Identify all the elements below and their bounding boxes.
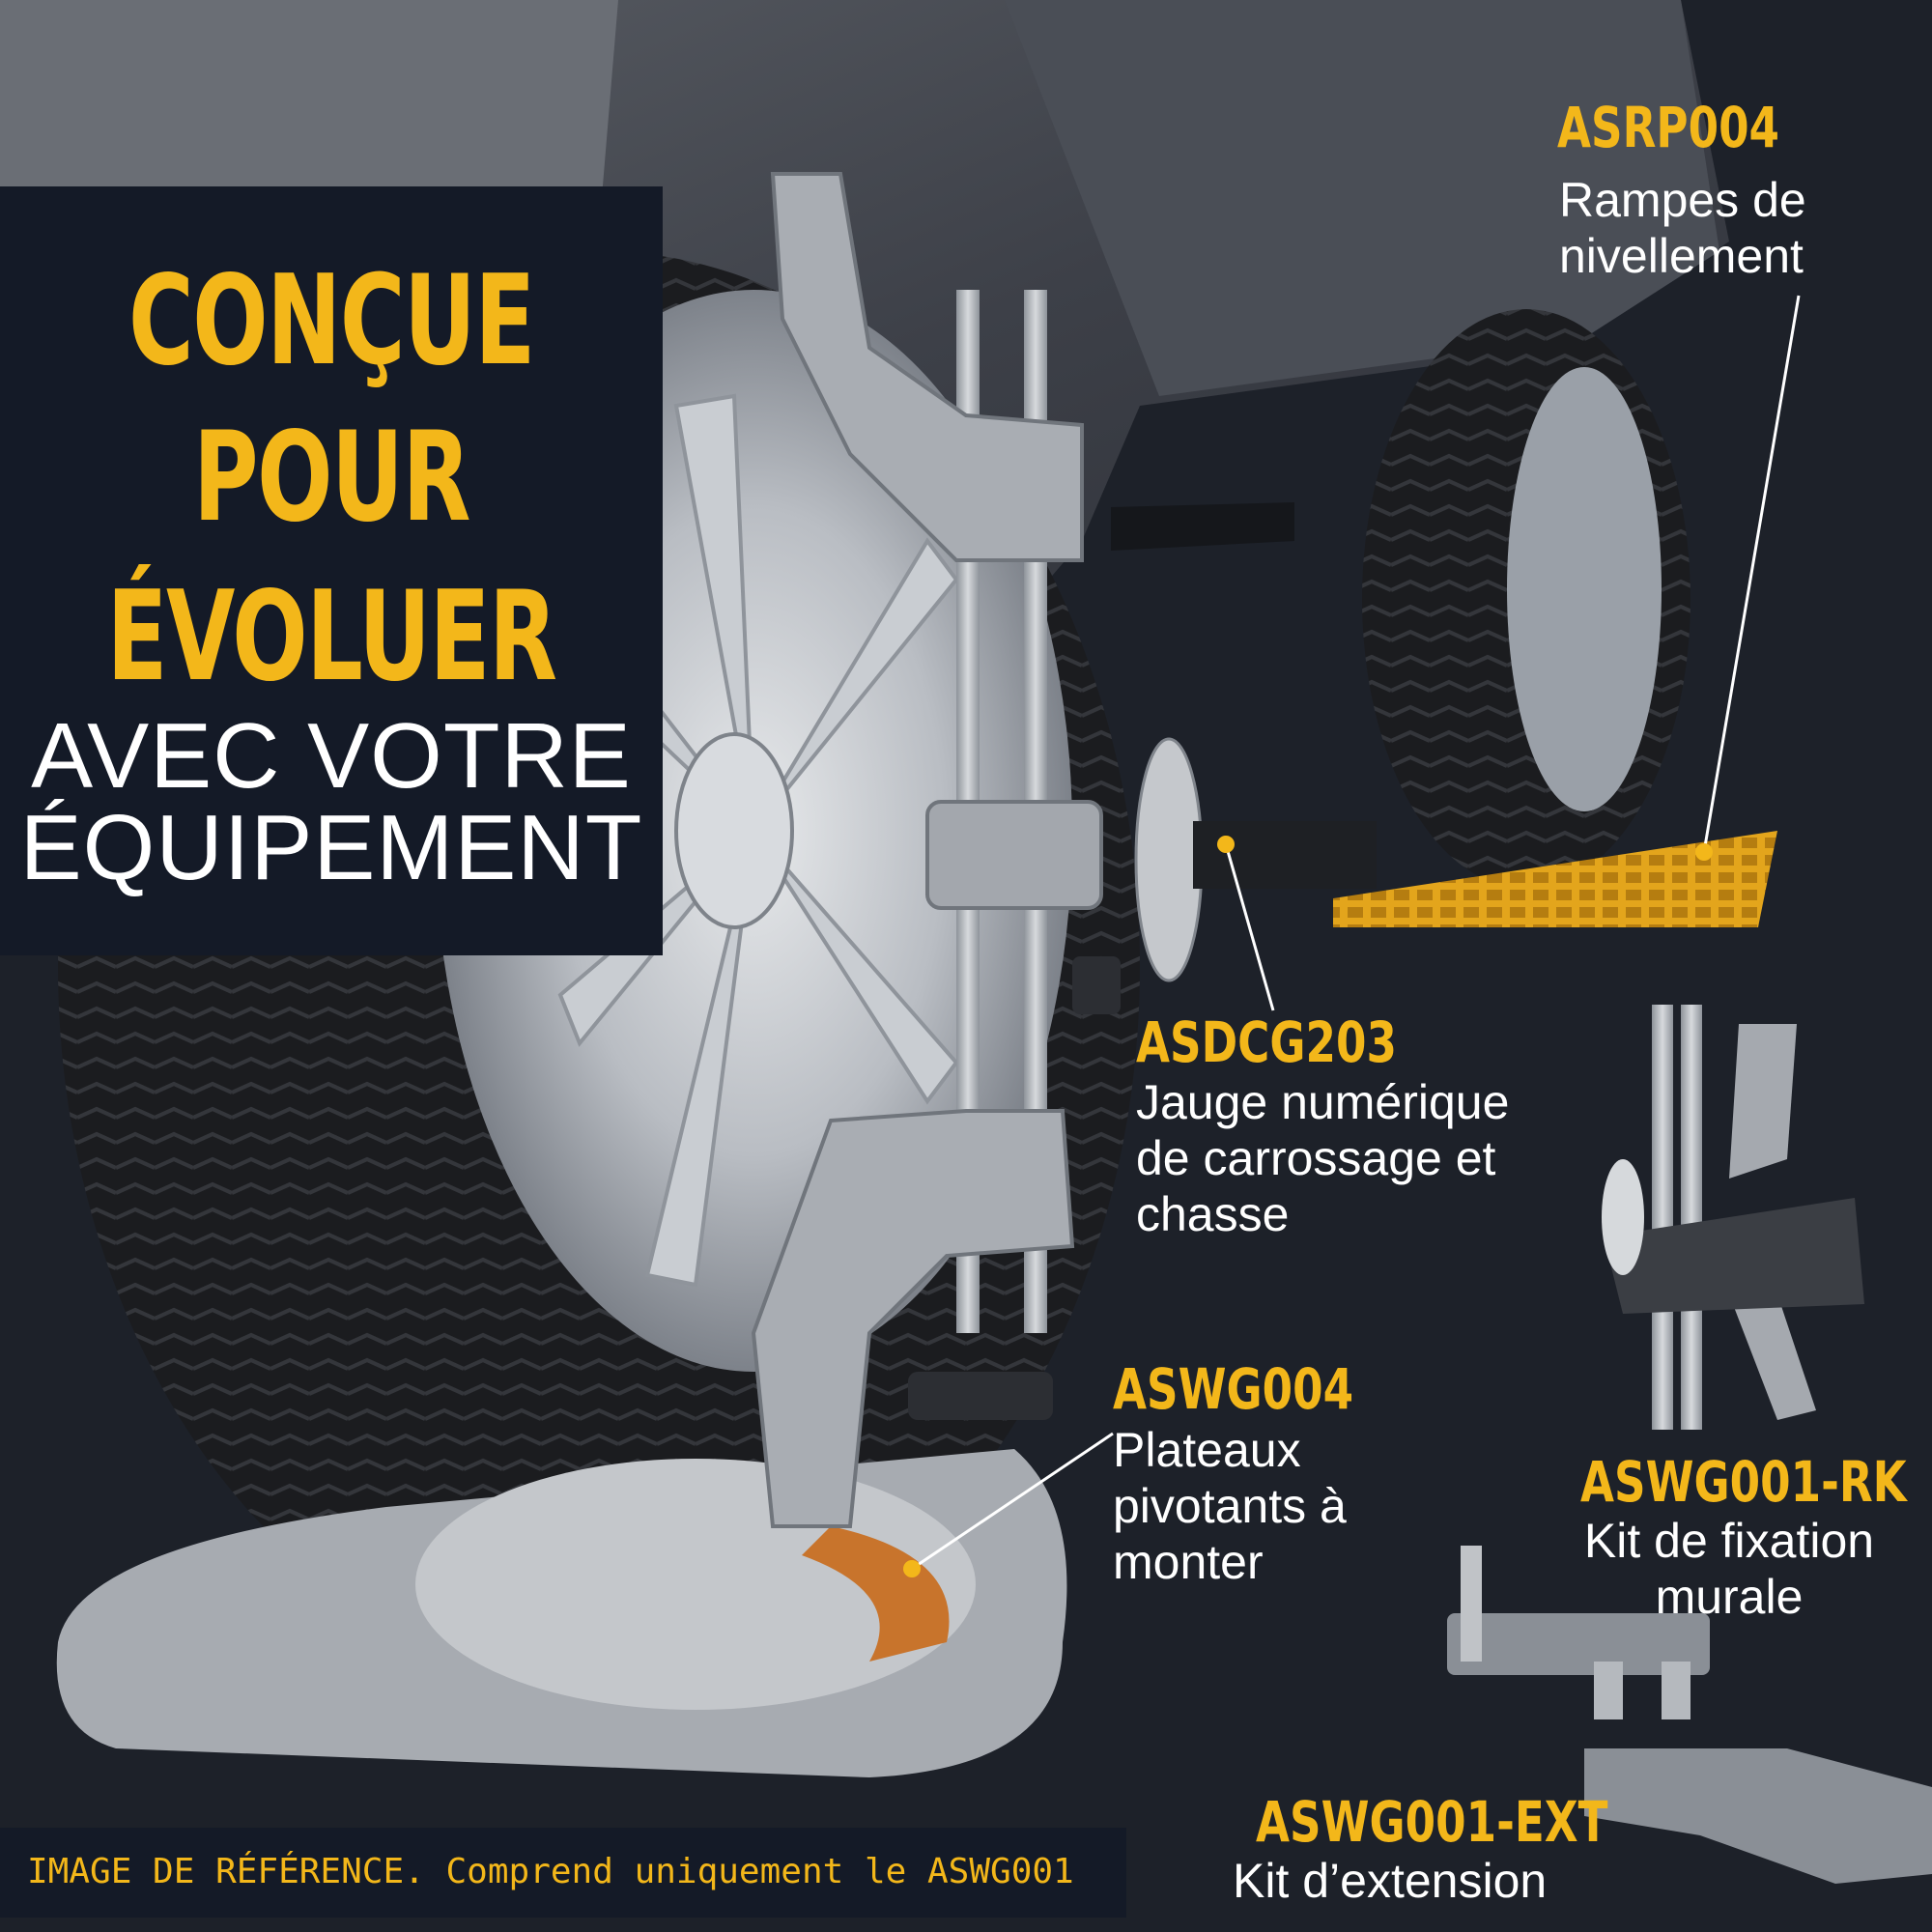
product-desc-asdcg203-line3: chasse — [1136, 1187, 1290, 1241]
product-code-aswg001-ext: ASWG001-EXT — [1256, 1789, 1608, 1855]
product-desc-asrp004-line1: Rampes de — [1559, 173, 1806, 227]
headline-line-4: AVEC VOTRE — [31, 704, 632, 808]
disclaimer-part-1: IMAGE DE RÉFÉRENCE. — [27, 1852, 425, 1891]
product-desc-aswg001-rk-line1: Kit de fixation — [1583, 1514, 1875, 1568]
headline-line-5: ÉQUIPEMENT — [19, 796, 643, 899]
headline-panel — [0, 186, 663, 955]
product-desc-aswg004-line1: Plateaux — [1113, 1423, 1301, 1477]
product-code-aswg001-rk: ASWG001-RK — [1580, 1449, 1907, 1515]
product-code-asrp004: ASRP004 — [1557, 95, 1780, 160]
disclaimer-bar — [0, 1828, 1126, 1918]
disclaimer-part-2: Comprend uniquement le ASWG001 — [445, 1852, 1074, 1891]
product-desc-asdcg203-line1: Jauge numérique — [1136, 1075, 1510, 1129]
product-desc-asrp004-line2: nivellement — [1559, 229, 1804, 283]
headline-line-1: CONÇUE — [128, 249, 535, 393]
product-desc-aswg004-line3: monter — [1113, 1535, 1264, 1589]
headline-line-3: ÉVOLUER — [106, 565, 557, 709]
product-code-asdcg203: ASDCG203 — [1136, 1009, 1397, 1075]
product-desc-aswg001-rk-line2: murale — [1655, 1570, 1804, 1624]
product-code-aswg004: ASWG004 — [1113, 1356, 1354, 1422]
headline-line-2: POUR — [193, 406, 470, 550]
product-desc-aswg001-ext-line1: Kit d’extension — [1233, 1854, 1548, 1908]
product-desc-aswg004-line2: pivotants à — [1113, 1479, 1347, 1533]
disclaimer-text: IMAGE DE RÉFÉRENCE. Comprend uniquement … — [27, 1852, 1074, 1891]
product-desc-asdcg203-line2: de carrossage et — [1136, 1131, 1496, 1185]
